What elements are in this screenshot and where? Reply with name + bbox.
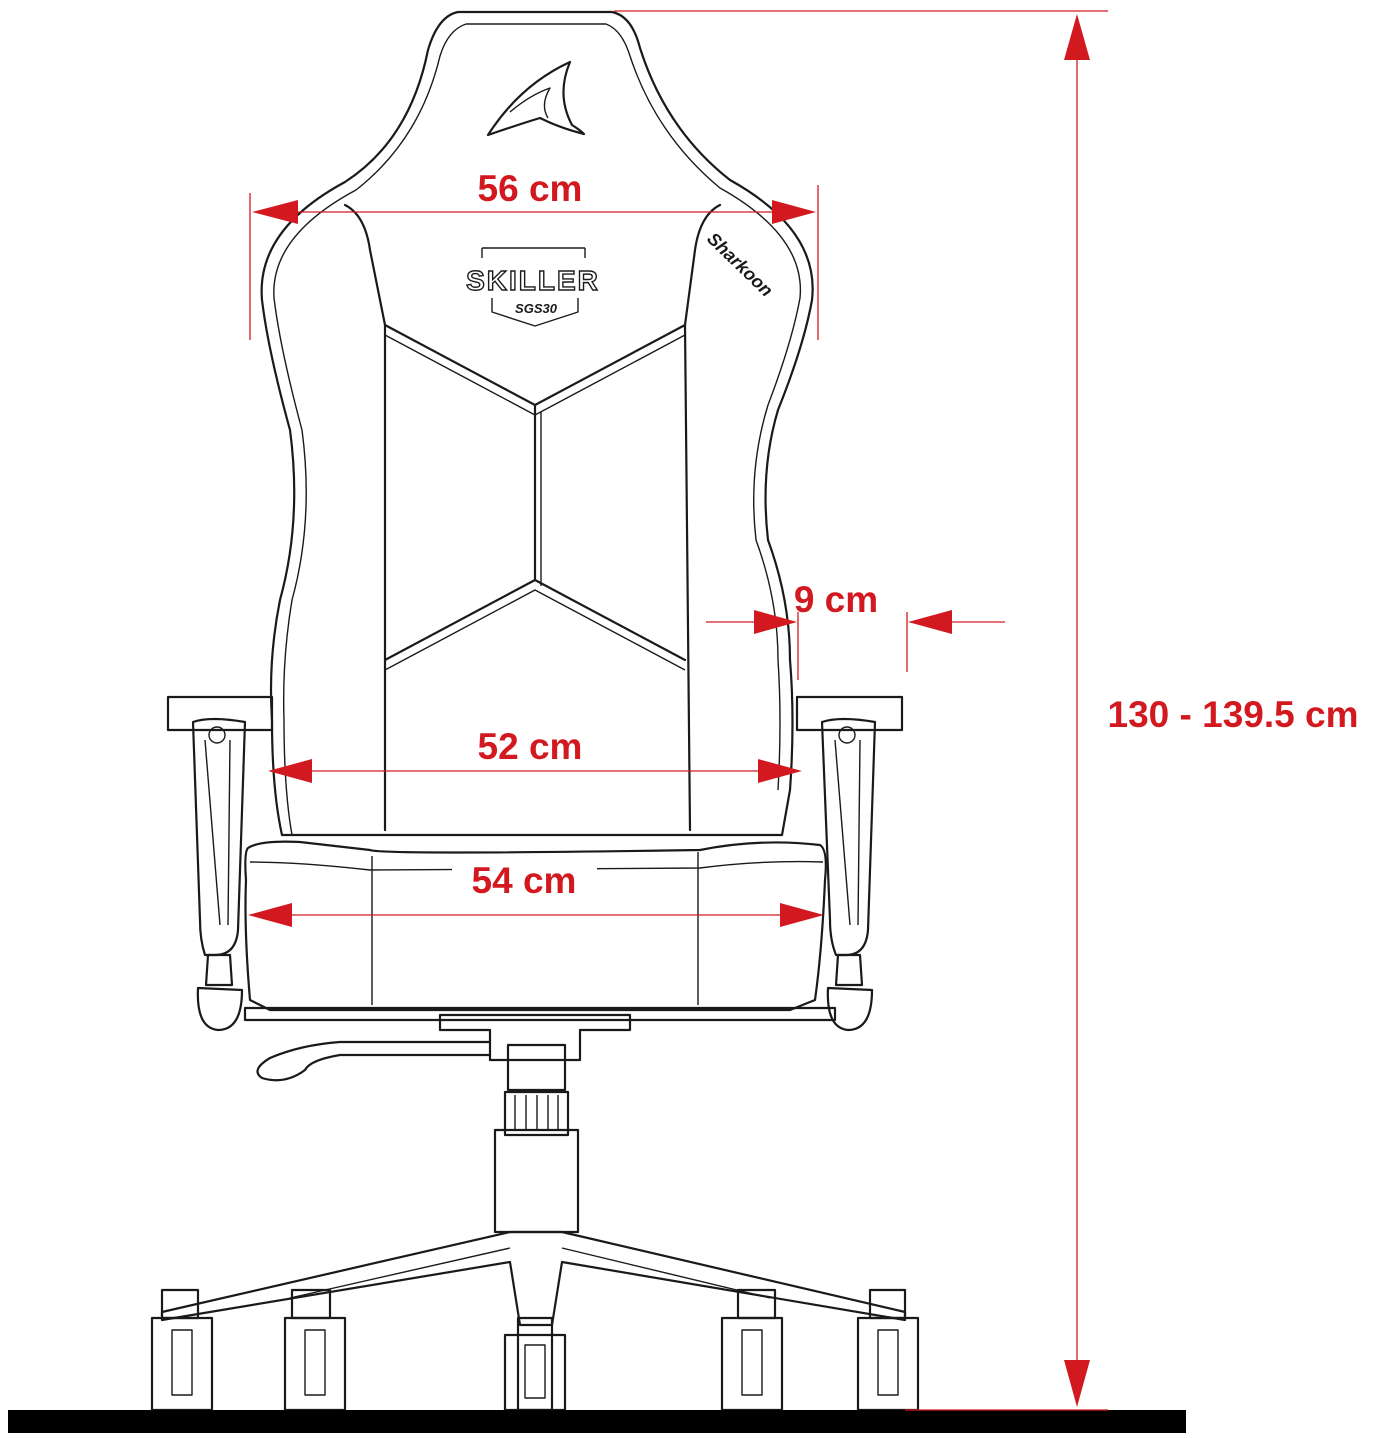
height-dimension bbox=[614, 10, 1108, 1411]
tilt-mechanism bbox=[438, 1013, 632, 1062]
skiller-badge: SKILLER SGS30 bbox=[465, 247, 600, 327]
backrest-width-label: 56 cm bbox=[478, 168, 583, 209]
seat-arrow-left-icon bbox=[248, 903, 292, 927]
bolster-arrow-right-icon bbox=[908, 610, 952, 634]
caster-2 bbox=[283, 1288, 347, 1412]
center-panel-right bbox=[683, 203, 722, 832]
seat-width-dimension bbox=[248, 903, 824, 927]
center-panel bbox=[343, 203, 387, 832]
panel-top-chevron bbox=[383, 323, 687, 407]
panel-top-chevron-inner bbox=[384, 334, 686, 416]
gas-lift-ribs bbox=[514, 1095, 559, 1130]
lower-backrest-label: 52 cm bbox=[478, 726, 583, 767]
backrest-arrow-right-icon bbox=[772, 200, 816, 224]
chair-outline: SKILLER SGS30 Sharkoon bbox=[150, 10, 920, 1412]
backrest-inner-edge bbox=[466, 23, 802, 791]
gas-lift-cylinder bbox=[493, 1128, 580, 1234]
seat-bottom-plate bbox=[243, 1006, 837, 1022]
panel-bottom-chevron-inner bbox=[384, 589, 686, 671]
adjust-lever bbox=[256, 1040, 492, 1082]
height-arrow-bottom-icon bbox=[1064, 1360, 1090, 1407]
seat-cushion bbox=[244, 840, 827, 1012]
gas-lift-top bbox=[506, 1043, 567, 1092]
base-arm-mid-left bbox=[289, 1247, 771, 1299]
badge-model-bottom: SGS30 bbox=[515, 301, 558, 316]
backrest-outline bbox=[260, 10, 814, 837]
shark-logo-inner bbox=[509, 87, 551, 119]
lower-backrest-arrow-right-icon bbox=[758, 759, 802, 783]
backrest-arrow-left-icon bbox=[252, 200, 298, 224]
seat-arrow-right-icon bbox=[780, 903, 824, 927]
badge-model-top: SKILLER bbox=[466, 265, 600, 296]
caster-4 bbox=[720, 1288, 784, 1412]
shark-logo-icon bbox=[486, 60, 586, 137]
star-base bbox=[160, 1230, 907, 1327]
floor-bar bbox=[8, 1410, 1186, 1433]
seat-width-label: 54 cm bbox=[472, 860, 577, 901]
gas-lift-bellows bbox=[503, 1090, 570, 1137]
lower-backrest-arrow-left-icon bbox=[268, 759, 312, 783]
dimension-annotations: 130 - 139.5 cm 56 cm 9 cm 52 cm bbox=[248, 10, 1359, 1411]
backrest-width-dimension bbox=[249, 185, 819, 340]
height-arrow-top-icon bbox=[1064, 14, 1090, 60]
right-armrest bbox=[795, 695, 904, 1032]
bolster-label: 9 cm bbox=[794, 579, 878, 620]
seat-front-edge bbox=[249, 860, 824, 871]
bolster-arrow-left-icon bbox=[754, 610, 797, 634]
brand-wordmark: Sharkoon bbox=[703, 228, 777, 300]
height-label: 130 - 139.5 cm bbox=[1108, 694, 1359, 735]
panel-bottom-chevron bbox=[383, 578, 687, 662]
bolster-dimension bbox=[706, 610, 1005, 680]
caster-3 bbox=[503, 1316, 567, 1412]
backrest-inner-edge-left bbox=[273, 23, 467, 836]
left-armrest bbox=[166, 695, 274, 1032]
lower-backrest-dimension bbox=[268, 759, 802, 783]
